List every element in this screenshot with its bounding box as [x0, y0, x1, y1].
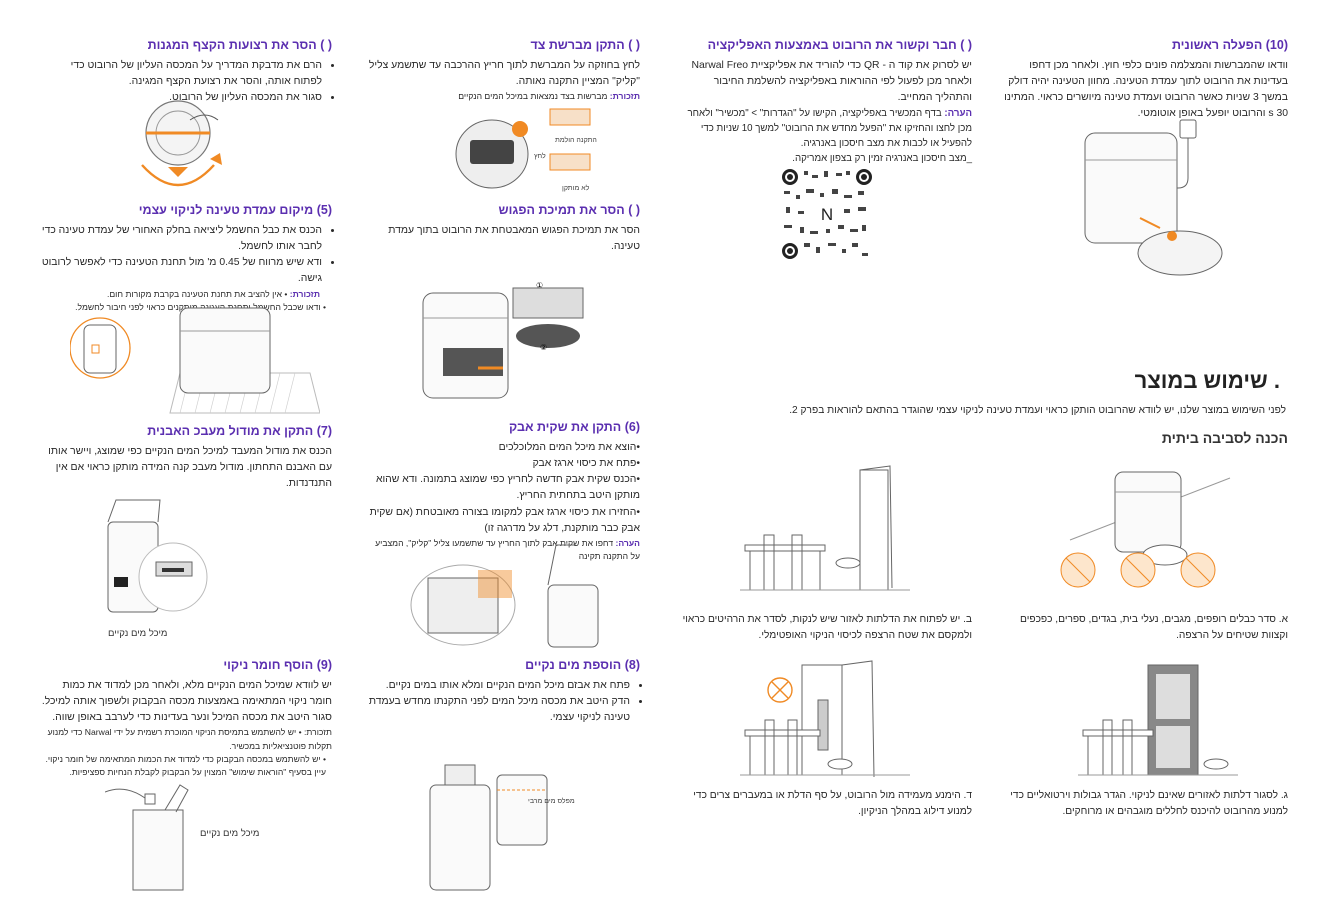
- list-item: •פתח את כיסוי ארגז אבק: [532, 458, 640, 470]
- bumper-illustration: ① ②: [422, 281, 584, 399]
- section-clean-water: (8) הוספת מים נקיים פתח את אבזם מיכל המי…: [368, 658, 640, 726]
- section-title: (5) מיקום עמדת טעינה לניקוי עצמי: [138, 203, 332, 217]
- note: הערה: דחפו את שקית אבק לתוך החריץ עד שתש…: [375, 537, 640, 562]
- robot-foam-illustration: [141, 100, 222, 187]
- list-item: הדק היטב את מכסה מיכל המים לפני התקנתו מ…: [368, 694, 630, 726]
- section-app-binding: ( ) חבר וקשור את הרובוט באמצעות האפליקצי…: [680, 38, 973, 167]
- note: תזכורת: • אין להציב את תחנת הטעינה בקרבת…: [106, 288, 320, 299]
- note: • ודאו שכבל החשמל ותחנת העגינה מותקנים כ…: [75, 301, 326, 312]
- max-water-label: מפלס מים מרבי: [528, 798, 575, 805]
- paragraph: הסר את תמיכת הפגוש המאבטחת את הרובוט בתו…: [388, 225, 640, 253]
- list-item: •החזירו את כיסוי ארגז אבק למקומו בצורה מ…: [369, 506, 640, 534]
- section-remove-foam: ( ) הסר את רצועות הקצף המגנות הרם את מדב…: [40, 38, 332, 106]
- list-item: ודא שיש מרווח של 0.45 מ' מול תחנת הטעינה…: [40, 255, 322, 287]
- detergent-illustration: [105, 784, 189, 891]
- caption-a: א. סדר כבלים רופפים, מגבים, נעלי בית, בג…: [1020, 614, 1288, 641]
- caption: מיכל מים נקיים: [108, 628, 168, 639]
- section-title: (6) התקן את שקית אבק: [509, 420, 640, 434]
- section-title: (10) הפעלה ראשונית: [1171, 38, 1288, 52]
- caption: מיכל מים נקיים: [200, 828, 260, 839]
- note: הערה: בדף המכשיר באפליקציה, הקישו על "הג…: [687, 108, 973, 150]
- step-number: ①: [536, 281, 543, 290]
- clear-floor-illustration: [1060, 471, 1231, 588]
- section-first-start: (10) הפעלה ראשונית וודאו שהמברשות והמצלמ…: [1000, 38, 1288, 123]
- side-brush-illustration: [455, 108, 591, 189]
- qr-code-icon[interactable]: N: [780, 167, 874, 261]
- label-correct: התקנה הולמת: [555, 137, 597, 144]
- note: • יש להשתמש במכסה הבקבוק כדי למדוד את הכ…: [45, 754, 327, 778]
- paragraph: יש לסרוק את קוד ה - QR כדי להוריד את אפל…: [691, 60, 973, 104]
- clean-water-illustration: [429, 764, 548, 891]
- caption-c: ג. לסגור דלתות לאזורים שאינם לניקוי. הגד…: [1010, 790, 1288, 817]
- page-title: . שימוש במוצר: [1134, 368, 1280, 393]
- section-title: (7) התקן את מודול מעבכ האבנית: [147, 424, 332, 438]
- list-item: הרם את מדבקת המדריך על המכסה העליון של ה…: [40, 58, 322, 90]
- paragraph: וודאו שהמברשות והמצלמה פונים כלפי חוץ. ו…: [1004, 60, 1288, 120]
- caption-d: ד. הימנע מעמידה מול הרובוט, על סף הדלת א…: [693, 790, 972, 817]
- section-dust-bag: (6) התקן את שקית אבק •הוצא את מיכל המים …: [368, 420, 640, 563]
- section-title: ( ) הסר את רצועות הקצף המגנות: [147, 38, 332, 52]
- section-title: ( ) הסר את תמיכת הפגוש: [498, 203, 640, 217]
- section-side-brush: ( ) התקן מברשת צד לחץ בחוזקה על המברשת ל…: [368, 38, 640, 104]
- paragraph: יש לוודא שמיכל המים הנקיים מלא, ולאחר מכ…: [41, 680, 332, 724]
- list-item: הכנס את כבל החשמל ליציאה בחלק האחורי של …: [40, 223, 322, 255]
- caption-b: ב. יש לפתוח את הדלתות לאזור שיש לנקות, ל…: [682, 614, 972, 641]
- step-number: ②: [540, 343, 547, 352]
- section-title: ( ) התקן מברשת צד: [530, 38, 640, 52]
- close-doors-illustration: [1078, 664, 1238, 776]
- avoid-standing-illustration: [740, 660, 910, 778]
- note: תזכורת: • יש להשתמש בתמיסת הניקוי המוכרת…: [47, 727, 332, 751]
- dock-placement-illustration: [70, 307, 320, 414]
- paragraph: הכנס את מודול המעבד למיכל המים הנקיים כפ…: [48, 446, 332, 490]
- open-doors-illustration: [740, 465, 910, 591]
- subsection-title: הכנה לסביבה ביתית: [1161, 430, 1288, 446]
- paragraph: לחץ בחוזקה על המברשת לתוך חריץ ההרכבה עד…: [368, 60, 640, 88]
- label-press: לחץ: [534, 153, 546, 160]
- qr-logo: N: [821, 205, 833, 224]
- list-item: פתח את אבזם מיכל המים הנקיים ומלא אותו ב…: [368, 678, 630, 694]
- section-detergent: (9) הוסף חומר ניקוי יש לוודא שמיכל המים …: [40, 658, 332, 780]
- section-bumper-support: ( ) הסר את תמיכת הפגוש הסר את תמיכת הפגו…: [368, 203, 640, 255]
- section-title: ( ) חבר וקשור את הרובוט באמצעות האפליקצי…: [707, 38, 972, 52]
- note: תזכורת: מברשות בצד נמצאות במיכל המים הנק…: [458, 91, 640, 102]
- robot-docking-illustration: [1084, 119, 1223, 276]
- note: _מצב חיסכון באנרגיה זמין רק בצפון אמריקה…: [792, 153, 972, 165]
- section-descaler: (7) התקן את מודול מעבכ האבנית הכנס את מו…: [40, 424, 332, 492]
- label-incorrect: לא מותקן: [562, 185, 590, 192]
- intro-text: לפני השימוש במוצר שלנו, יש לוודא שהרובוט…: [789, 405, 1286, 416]
- section-title: (8) הוספת מים נקיים: [525, 658, 640, 672]
- dust-bag-illustration: [410, 544, 599, 648]
- section-dock-placement: (5) מיקום עמדת טעינה לניקוי עצמי הכנס את…: [40, 203, 332, 314]
- list-item: •הוצא את מיכל המים המלוכלכים: [498, 442, 640, 453]
- list-item: •הכנס שקית אבק חדשה לחריץ כפי שמוצג בתמו…: [375, 474, 640, 502]
- section-title: (9) הוסף חומר ניקוי: [223, 658, 332, 672]
- list-item: סגור את המכסה העליון של הרובוט.: [40, 90, 322, 106]
- descaler-illustration: [107, 499, 208, 613]
